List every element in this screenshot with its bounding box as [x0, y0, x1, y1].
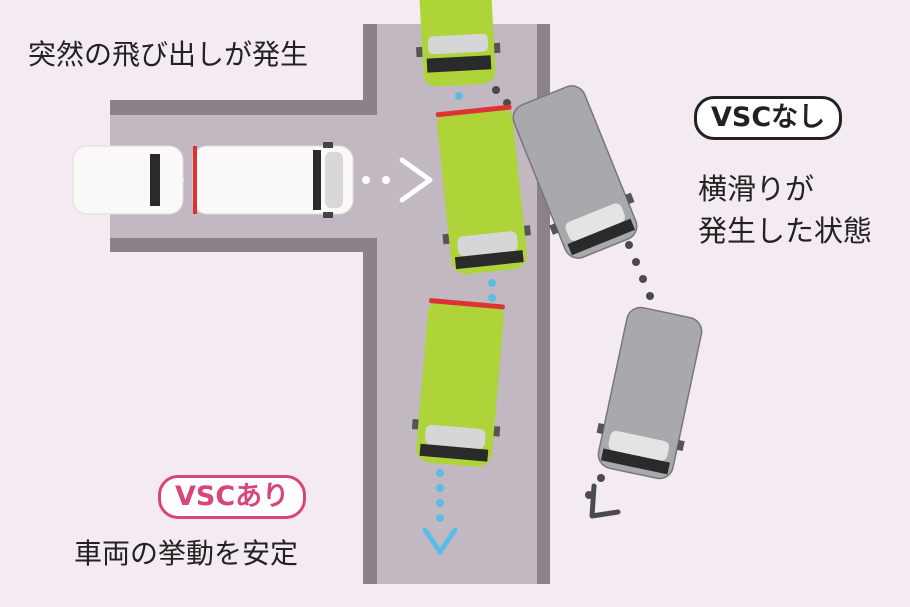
- green-car-top: [416, 0, 501, 87]
- badge-with-vsc: VSCあり: [158, 475, 307, 519]
- green-car-bottom: [411, 298, 505, 467]
- white-car-crossing: [192, 142, 354, 218]
- badge-without-vsc: VSCなし: [694, 96, 843, 140]
- gray-car-skidding-2: [596, 306, 703, 480]
- gray-car-skidding-1: [512, 85, 638, 259]
- caption-skid-line1: 横滑りが: [698, 172, 815, 206]
- caption-sudden-crossing: 突然の飛び出しが発生: [28, 38, 309, 71]
- white-car-left: [72, 145, 184, 215]
- path-with-vsc: [422, 92, 496, 555]
- caption-stable-behavior: 車両の挙動を安定: [74, 537, 299, 570]
- green-car-middle: [435, 104, 531, 275]
- caption-skid-line2: 発生した状態: [698, 214, 873, 249]
- caption-skid-state: 横滑りが 発生した状態: [698, 168, 872, 252]
- path-without-vsc: [492, 86, 654, 519]
